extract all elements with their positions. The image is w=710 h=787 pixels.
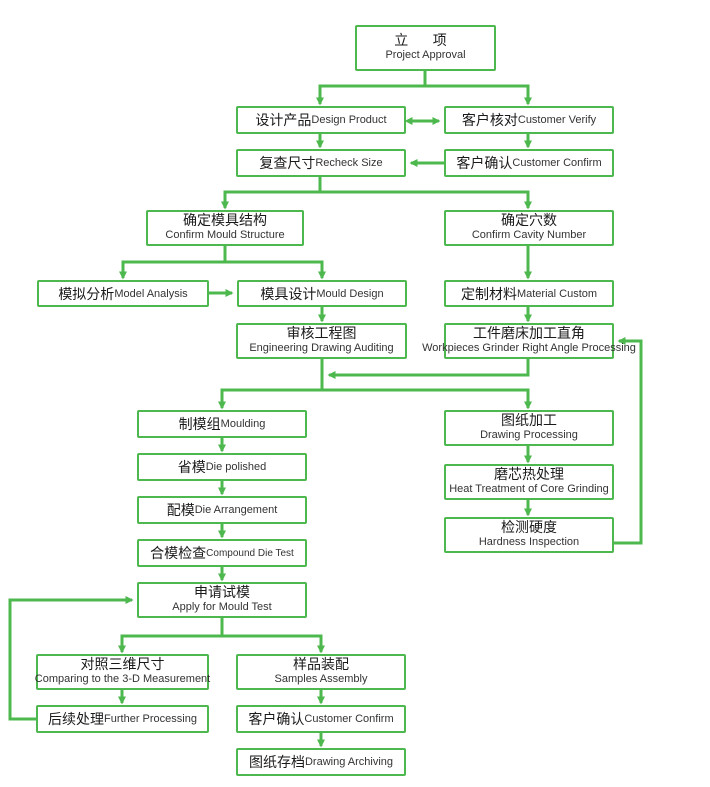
- connector-hardness-to-grinder: [614, 337, 643, 545]
- step-label-cn: 立 项: [394, 33, 457, 50]
- step-label-en: Customer Confirm: [512, 157, 602, 169]
- step-project-approval: 立 项 Project Approval: [355, 25, 496, 71]
- step-label-en: Confirm Cavity Number: [471, 229, 587, 242]
- step-label-en: Hardness Inspection: [478, 536, 580, 549]
- step-label-cn: 工件磨床加工直角: [473, 326, 585, 343]
- step-label-en: Customer Verify: [517, 114, 597, 126]
- step-label-en: Design Product: [311, 114, 387, 126]
- connector-grinder-to-merge: [327, 359, 530, 379]
- step-further-processing: 后续处理 Further Processing: [36, 705, 209, 733]
- step-customer-confirm-final: 客户确认 Customer Confirm: [236, 705, 406, 733]
- step-label-cn: 模拟分析: [58, 286, 115, 303]
- step-label-en: Heat Treatment of Core Grinding: [449, 483, 609, 496]
- connector-approval-to-verify: [425, 84, 532, 106]
- step-label-cn: 配模: [166, 503, 195, 519]
- connector-structure-to-design: [225, 260, 326, 280]
- step-label-cn: 确定穴数: [501, 213, 557, 230]
- step-workpieces-grinder: 工件磨床加工直角 Workpieces Grinder Right Angle …: [422, 323, 636, 359]
- step-label-en: Mould Design: [316, 287, 384, 300]
- step-label-cn: 制模组: [178, 417, 221, 433]
- connector-merge-to-drawing: [322, 388, 532, 410]
- step-label-en: Drawing Archiving: [304, 756, 394, 768]
- step-confirm-mould-structure: 确定模具结构 Confirm Mould Structure: [146, 210, 304, 246]
- step-label-en: Workpieces Grinder Right Angle Processin…: [422, 342, 636, 355]
- step-drawing-archiving: 图纸存档 Drawing Archiving: [236, 748, 406, 776]
- connector-recheck-to-structure: [221, 177, 322, 210]
- step-heat-treatment: 磨芯热处理 Heat Treatment of Core Grinding: [444, 464, 614, 500]
- step-apply-mould-test: 申请试模 Apply for Mould Test: [137, 582, 307, 618]
- step-label-en: Further Processing: [104, 713, 197, 725]
- step-moulding: 制模组 Moulding: [137, 410, 307, 438]
- step-label-en: Compound Die Test: [206, 547, 294, 559]
- step-label-cn: 检测硬度: [501, 520, 557, 537]
- step-engineering-drawing-auditing: 审核工程图 Engineering Drawing Auditing: [236, 323, 407, 359]
- step-label-cn: 客户核对: [461, 113, 518, 129]
- step-label-en: Moulding: [220, 418, 266, 430]
- step-label-cn: 对照三维尺寸: [80, 657, 165, 674]
- step-label-en: Comparing to the 3-D Measurement: [34, 673, 211, 686]
- step-label-en: Samples Assembly: [274, 673, 368, 686]
- step-label-cn: 定制材料: [460, 286, 517, 303]
- step-drawing-processing: 图纸加工 Drawing Processing: [444, 410, 614, 446]
- step-recheck-size: 复查尺寸 Recheck Size: [236, 149, 406, 177]
- step-label-cn: 确定模具结构: [183, 213, 267, 230]
- step-label-en: Die Arrangement: [194, 504, 278, 516]
- step-die-polished: 省模 Die polished: [137, 453, 307, 481]
- step-material-custom: 定制材料 Material Custom: [444, 280, 614, 307]
- step-label-en: Customer Confirm: [304, 713, 394, 725]
- step-hardness-inspection: 检测硬度 Hardness Inspection: [444, 517, 614, 553]
- step-samples-assembly: 样品装配 Samples Assembly: [236, 654, 406, 690]
- step-label-cn: 设计产品: [255, 113, 312, 129]
- step-model-analysis: 模拟分析 Model Analysis: [37, 280, 209, 307]
- connector-apply-to-comparing: [118, 618, 224, 654]
- step-label-en: Material Custom: [516, 287, 598, 300]
- step-label-en: Drawing Processing: [480, 429, 578, 442]
- connector-approval-to-design: [316, 71, 427, 106]
- step-comparing-3d: 对照三维尺寸 Comparing to the 3-D Measurement: [34, 654, 211, 690]
- step-label-cn: 客户确认: [456, 156, 513, 172]
- connector-structure-to-analysis: [119, 246, 227, 280]
- connector-further-to-apply: [8, 596, 134, 721]
- step-label-cn: 客户确认: [248, 712, 305, 728]
- step-die-arrangement: 配模 Die Arrangement: [137, 496, 307, 524]
- step-label-en: Project Approval: [385, 49, 466, 62]
- step-label-cn: 图纸存档: [248, 755, 305, 771]
- step-label-cn: 申请试模: [194, 585, 250, 602]
- step-compound-die-test: 合模检查 Compound Die Test: [137, 539, 307, 567]
- step-label-cn: 样品装配: [293, 657, 349, 674]
- step-label-cn: 图纸加工: [501, 413, 557, 430]
- step-customer-verify: 客户核对 Customer Verify: [444, 106, 614, 134]
- step-label-en: Apply for Mould Test: [172, 601, 272, 614]
- step-label-en: Model Analysis: [114, 287, 188, 300]
- step-label-en: Confirm Mould Structure: [165, 229, 285, 242]
- step-label-cn: 后续处理: [48, 712, 105, 728]
- step-label-en: Recheck Size: [315, 157, 383, 169]
- step-label-cn: 省模: [177, 460, 206, 476]
- connector-recheck-to-cavity: [320, 190, 532, 210]
- step-label-cn: 模具设计: [260, 286, 317, 303]
- step-confirm-cavity-number: 确定穴数 Confirm Cavity Number: [444, 210, 614, 246]
- step-label-cn: 合模检查: [150, 546, 207, 562]
- step-design-product: 设计产品 Design Product: [236, 106, 406, 134]
- step-label-cn: 审核工程图: [286, 326, 357, 343]
- step-label-en: Die polished: [205, 461, 267, 473]
- connector-apply-to-samples: [222, 634, 325, 654]
- step-mould-design: 模具设计 Mould Design: [237, 280, 407, 307]
- connector-engineering-to-moulding: [218, 359, 324, 410]
- step-label-en: Engineering Drawing Auditing: [249, 342, 394, 355]
- step-label-cn: 复查尺寸: [259, 156, 316, 172]
- step-customer-confirm: 客户确认 Customer Confirm: [444, 149, 614, 177]
- step-label-cn: 磨芯热处理: [494, 467, 564, 484]
